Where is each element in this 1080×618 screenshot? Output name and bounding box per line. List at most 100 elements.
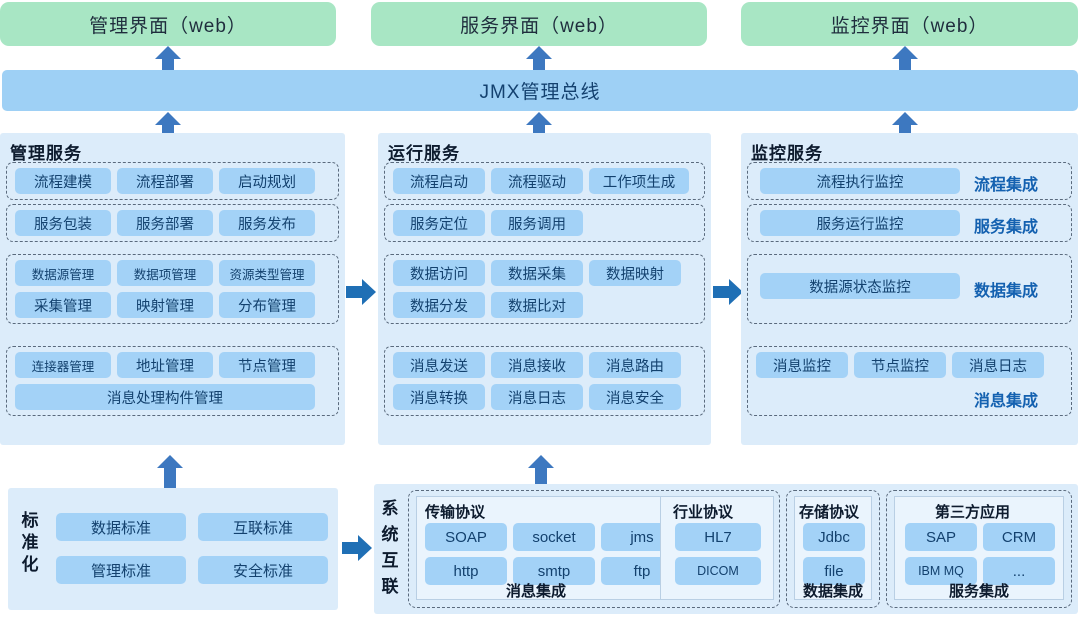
chip-protocol-socket[interactable]: socket [513, 523, 595, 551]
group-monitor-data: 数据源状态监控 数据集成 [747, 254, 1072, 324]
box-storage-protocol: 存储协议 Jdbc file [794, 496, 872, 600]
arrow-up-bus-to-monitor [892, 46, 918, 71]
chip-runtime-message-2[interactable]: 消息路由 [589, 352, 681, 378]
chip-management-process-2[interactable]: 启动规划 [219, 168, 315, 194]
arrow-up-standardization-to-management [157, 455, 183, 490]
group-management-process: 流程建模 流程部署 启动规划 [6, 162, 339, 200]
chip-app-other[interactable]: ... [983, 557, 1055, 585]
chip-monitor-message-1[interactable]: 节点监控 [854, 352, 946, 378]
footer-message-integration: 消息集成 [505, 583, 566, 600]
chip-app-sap[interactable]: SAP [905, 523, 977, 551]
chip-runtime-message-3[interactable]: 消息转换 [393, 384, 485, 410]
group-runtime-process: 流程启动 流程驱动 工作项生成 [384, 162, 705, 200]
chip-management-data-3[interactable]: 采集管理 [15, 292, 111, 318]
chip-runtime-service-0[interactable]: 服务定位 [393, 210, 485, 236]
standardization-vertical-label: 标准化 [21, 511, 39, 574]
header-box-monitor[interactable]: 监控界面（web） [741, 2, 1078, 46]
chip-standard-management[interactable]: 管理标准 [56, 556, 186, 584]
chip-monitor-message-2[interactable]: 消息日志 [952, 352, 1044, 378]
chip-standard-security[interactable]: 安全标准 [198, 556, 328, 584]
chip-management-data-0[interactable]: 数据源管理 [15, 260, 111, 286]
chip-runtime-data-3[interactable]: 数据分发 [393, 292, 485, 318]
chip-management-process-1[interactable]: 流程部署 [117, 168, 213, 194]
chip-monitor-data-0[interactable]: 数据源状态监控 [760, 273, 960, 299]
chip-app-ibm-mq[interactable]: IBM MQ [905, 557, 977, 585]
arrow-up-bus-to-management [155, 46, 181, 71]
chip-management-service-2[interactable]: 服务发布 [219, 210, 315, 236]
footer-service-integration: 服务集成 [948, 583, 1009, 600]
chip-protocol-jdbc[interactable]: Jdbc [803, 523, 865, 551]
interconnect-vertical-label: 系统互联 [381, 499, 399, 596]
chip-management-data-4[interactable]: 映射管理 [117, 292, 213, 318]
group-monitor-message: 消息监控 节点监控 消息日志 消息集成 [747, 346, 1072, 416]
chip-management-message-0[interactable]: 连接器管理 [15, 352, 111, 378]
chip-app-crm[interactable]: CRM [983, 523, 1055, 551]
dashbox-data-integration [786, 490, 880, 608]
chip-runtime-data-1[interactable]: 数据采集 [491, 260, 583, 286]
chip-runtime-process-0[interactable]: 流程启动 [393, 168, 485, 194]
chip-management-service-1[interactable]: 服务部署 [117, 210, 213, 236]
chip-runtime-message-5[interactable]: 消息安全 [589, 384, 681, 410]
chip-management-process-0[interactable]: 流程建模 [15, 168, 111, 194]
chip-protocol-smtp[interactable]: smtp [513, 557, 595, 585]
integration-label-data: 数据集成 [974, 283, 1039, 300]
chip-management-message-1[interactable]: 地址管理 [117, 352, 213, 378]
panel-monitor-services: 监控服务 流程执行监控 流程集成 服务运行监控 服务集成 数据源状态监控 数据集… [741, 133, 1078, 445]
jmx-management-bus[interactable]: JMX管理总线 [2, 70, 1078, 111]
group-runtime-service: 服务定位 服务调用 [384, 204, 705, 242]
panel-title-management: 管理服务 [10, 144, 82, 163]
chip-management-data-1[interactable]: 数据项管理 [117, 260, 213, 286]
chip-management-message-2[interactable]: 节点管理 [219, 352, 315, 378]
chip-protocol-http[interactable]: http [425, 557, 507, 585]
header-box-management[interactable]: 管理界面（web） [0, 2, 336, 46]
chip-runtime-data-0[interactable]: 数据访问 [393, 260, 485, 286]
arrow-right-runtime-to-monitor [713, 279, 744, 305]
chip-monitor-message-0[interactable]: 消息监控 [756, 352, 848, 378]
arrow-right-standardization-to-interconnect [342, 535, 373, 561]
integration-label-message: 消息集成 [974, 393, 1039, 410]
integration-label-process: 流程集成 [974, 177, 1039, 194]
chip-runtime-process-1[interactable]: 流程驱动 [491, 168, 583, 194]
arrow-up-bus-to-service [526, 46, 552, 71]
group-monitor-service: 服务运行监控 服务集成 [747, 204, 1072, 242]
box-title-third-party-app: 第三方应用 [935, 504, 1011, 521]
footer-data-integration: 数据集成 [802, 583, 863, 600]
group-management-data: 数据源管理 数据项管理 资源类型管理 采集管理 映射管理 分布管理 [6, 254, 339, 324]
chip-monitor-service-0[interactable]: 服务运行监控 [760, 210, 960, 236]
box-title-storage-protocol: 存储协议 [799, 504, 860, 521]
chip-protocol-file[interactable]: file [803, 557, 865, 585]
panel-title-runtime: 运行服务 [388, 144, 460, 163]
chip-management-service-0[interactable]: 服务包装 [15, 210, 111, 236]
panel-system-interconnect: 系统互联 传输协议 SOAP socket jms http smtp ftp … [374, 484, 1078, 614]
integration-label-service: 服务集成 [974, 219, 1039, 236]
chip-runtime-data-2[interactable]: 数据映射 [589, 260, 681, 286]
chip-runtime-data-4[interactable]: 数据比对 [491, 292, 583, 318]
chip-runtime-message-4[interactable]: 消息日志 [491, 384, 583, 410]
chip-standard-interconnect[interactable]: 互联标准 [198, 513, 328, 541]
group-runtime-message: 消息发送 消息接收 消息路由 消息转换 消息日志 消息安全 [384, 346, 705, 416]
chip-management-message-3[interactable]: 消息处理构件管理 [15, 384, 315, 410]
box-industry-protocol: 行业协议 HL7 DICOM [660, 496, 774, 600]
chip-runtime-service-1[interactable]: 服务调用 [491, 210, 583, 236]
chip-runtime-process-2[interactable]: 工作项生成 [589, 168, 689, 194]
group-runtime-data: 数据访问 数据采集 数据映射 数据分发 数据比对 [384, 254, 705, 324]
dashbox-service-integration [886, 490, 1072, 608]
dashbox-message-integration [408, 490, 780, 608]
group-management-message: 连接器管理 地址管理 节点管理 消息处理构件管理 [6, 346, 339, 416]
chip-management-data-2[interactable]: 资源类型管理 [219, 260, 315, 286]
chip-protocol-hl7[interactable]: HL7 [675, 523, 761, 551]
chip-management-data-5[interactable]: 分布管理 [219, 292, 315, 318]
arrow-right-management-to-runtime [346, 279, 377, 305]
chip-protocol-dicom[interactable]: DICOM [675, 557, 761, 585]
chip-monitor-process-0[interactable]: 流程执行监控 [760, 168, 960, 194]
group-management-service: 服务包装 服务部署 服务发布 [6, 204, 339, 242]
panel-management-services: 管理服务 流程建模 流程部署 启动规划 服务包装 服务部署 服务发布 数据源管理… [0, 133, 345, 445]
header-box-service[interactable]: 服务界面（web） [371, 2, 707, 46]
chip-standard-data[interactable]: 数据标准 [56, 513, 186, 541]
box-third-party-app: 第三方应用 SAP CRM IBM MQ ... [894, 496, 1064, 600]
group-monitor-process: 流程执行监控 流程集成 [747, 162, 1072, 200]
box-title-industry-protocol: 行业协议 [673, 504, 734, 521]
chip-runtime-message-0[interactable]: 消息发送 [393, 352, 485, 378]
chip-protocol-soap[interactable]: SOAP [425, 523, 507, 551]
chip-runtime-message-1[interactable]: 消息接收 [491, 352, 583, 378]
